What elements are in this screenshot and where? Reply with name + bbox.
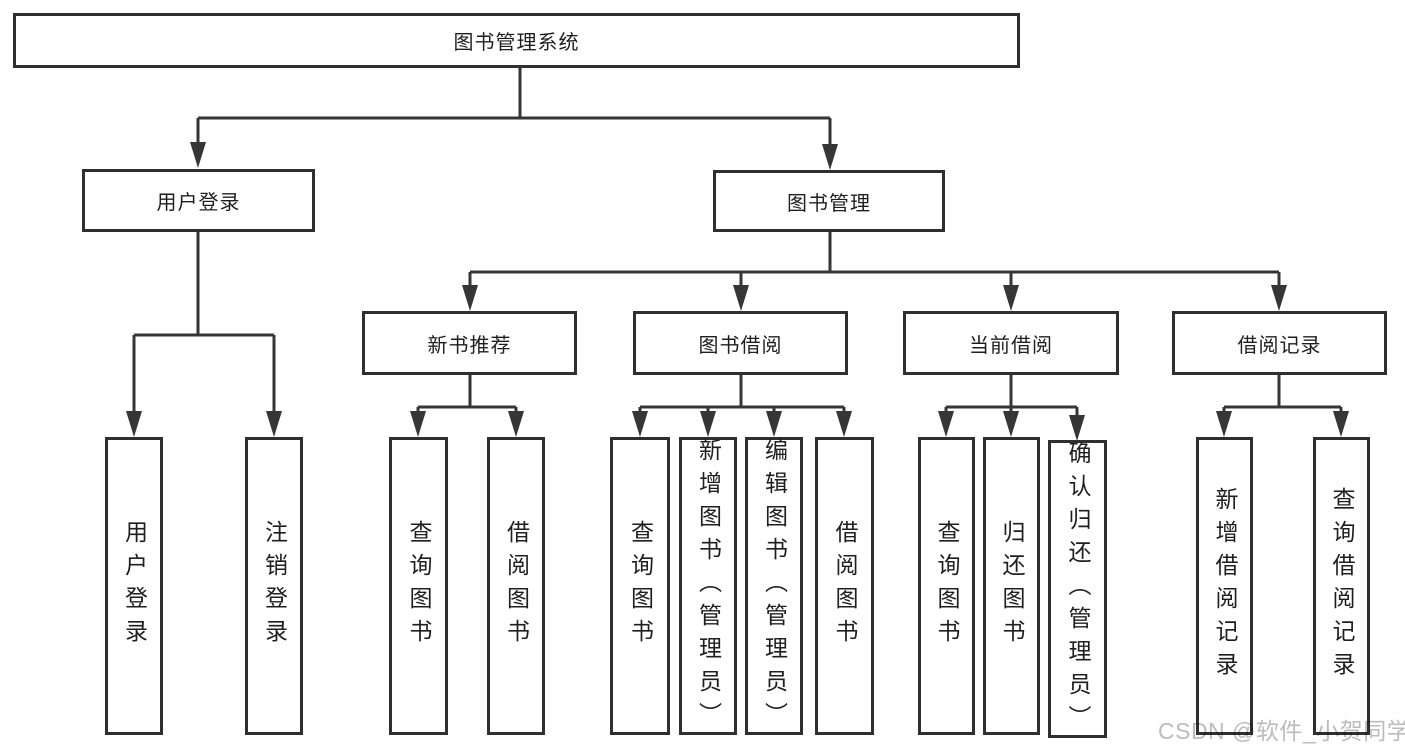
edge-root-to-level2: [196, 68, 832, 144]
node-label: 确认归还（管理员）: [1065, 440, 1091, 738]
leaf-edit-books-admin: 编辑图书（管理员）: [745, 437, 803, 735]
node-label: 图书管理系统: [453, 32, 580, 54]
leaf-add-borrow-record: 新增借阅记录: [1196, 437, 1253, 735]
leaf-logout: 注销登录: [245, 437, 303, 735]
node-label: 查询图书: [406, 520, 432, 652]
leaf-query-books-current: 查询图书: [918, 437, 975, 735]
leaf-borrow-books-recommend: 借阅图书: [487, 437, 545, 735]
leaf-confirm-return-admin: 确认归还（管理员）: [1048, 440, 1107, 738]
node-label: 查询图书: [934, 520, 960, 652]
node-label: 注销登录: [261, 520, 288, 652]
edge-user-login-to-leaves: [132, 232, 276, 411]
node-label: 借阅记录: [1237, 334, 1322, 357]
node-borrow-records: 借阅记录: [1172, 311, 1387, 375]
edge-book-borrowing-to-leaves: [638, 375, 846, 411]
leaf-add-books-admin: 新增图书（管理员）: [679, 437, 737, 735]
node-user-login: 用户登录: [82, 169, 315, 232]
edge-new-book-recommend-to-leaves: [416, 375, 518, 411]
node-label: 编辑图书（管理员）: [761, 437, 788, 735]
node-label: 新增图书（管理员）: [695, 437, 722, 735]
edge-current-borrowing-to-leaves: [944, 375, 1079, 415]
node-current-borrowing: 当前借阅: [903, 311, 1119, 375]
node-label: 归还图书: [999, 520, 1025, 652]
node-label: 查询图书: [627, 520, 654, 652]
leaf-return-books: 归还图书: [983, 437, 1040, 735]
node-book-management: 图书管理: [713, 170, 945, 232]
leaf-query-books-borrowing: 查询图书: [610, 437, 670, 735]
node-label: 用户登录: [121, 520, 148, 652]
node-library-system: 图书管理系统: [13, 13, 1020, 68]
arrow-heads: [126, 142, 1349, 441]
node-label: 当前借阅: [969, 334, 1053, 357]
edge-book-management-to-level3: [468, 232, 1281, 285]
node-label: 用户登录: [156, 192, 241, 214]
leaf-borrow-books: 借阅图书: [815, 437, 874, 735]
csdn-watermark: CSDN @软件_小贺同学: [1158, 718, 1405, 744]
node-label: 图书管理: [787, 192, 871, 215]
node-label: 查询借阅记录: [1329, 487, 1355, 685]
node-label: 图书借阅: [698, 334, 783, 357]
node-new-book-recommend: 新书推荐: [362, 311, 577, 375]
node-label: 借阅图书: [503, 520, 530, 652]
node-label: 借阅图书: [832, 520, 858, 652]
edge-borrow-records-to-leaves: [1222, 375, 1343, 411]
node-label: 新增借阅记录: [1212, 487, 1238, 685]
leaf-user-login: 用户登录: [105, 437, 163, 735]
node-label: 新书推荐: [427, 334, 512, 357]
leaf-query-borrow-record: 查询借阅记录: [1313, 437, 1370, 735]
node-book-borrowing: 图书借阅: [633, 311, 848, 375]
leaf-query-books-recommend: 查询图书: [389, 437, 448, 735]
